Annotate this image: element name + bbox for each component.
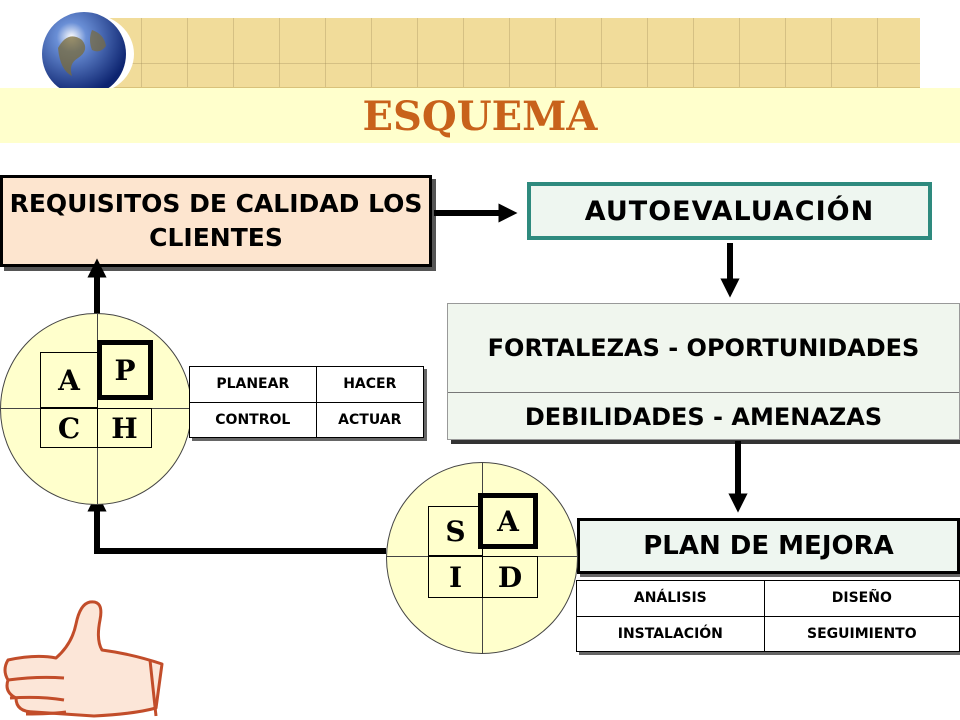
pdca-cell: HACER (315, 366, 425, 403)
siad-letter-s: S (428, 506, 483, 556)
fortalezas-text: FORTALEZAS - OPORTUNIDADES (448, 304, 959, 393)
autoevaluacion-box: AUTOEVALUACIÓN (527, 182, 932, 240)
siad-table: ANÁLISIS DISEÑO INSTALACIÓN SEGUIMIENTO (576, 580, 960, 652)
siad-letter-a: A (478, 493, 538, 549)
pdca-letter-c: C (40, 408, 98, 448)
table-row: CONTROL ACTUAR (189, 401, 425, 438)
debilidades-text: DEBILIDADES - AMENAZAS (524, 403, 883, 431)
fortalezas-box: FORTALEZAS - OPORTUNIDADES DEBILIDADES -… (447, 303, 960, 440)
pdca-cell: PLANEAR (189, 366, 317, 403)
pdca-cell: ACTUAR (315, 401, 425, 438)
thumbs-up-icon (3, 600, 164, 718)
siad-cell: INSTALACIÓN (576, 615, 765, 652)
pdca-cell: CONTROL (189, 401, 317, 438)
table-row: PLANEAR HACER (189, 366, 425, 403)
pdca-letter-a: A (40, 352, 98, 408)
pdca-circle (0, 313, 192, 505)
table-row: INSTALACIÓN SEGUIMIENTO (576, 615, 960, 652)
globe-icon (42, 12, 134, 96)
requisitos-box: REQUISITOS DE CALIDAD LOS CLIENTES (0, 175, 432, 267)
siad-cell: DISEÑO (763, 580, 960, 617)
world-map-banner (95, 18, 920, 88)
page-title: ESQUEMA (362, 93, 598, 140)
siad-cell: ANÁLISIS (576, 580, 765, 617)
title-band (0, 88, 960, 143)
pdca-table: PLANEAR HACER CONTROL ACTUAR (189, 366, 425, 438)
pdca-letter-h: H (97, 408, 152, 448)
siad-letter-d: D (482, 556, 538, 598)
table-row: ANÁLISIS DISEÑO (576, 580, 960, 617)
siad-cell: SEGUIMIENTO (763, 615, 960, 652)
arrow-siad-to-pdca (87, 492, 386, 554)
siad-letter-i: I (428, 556, 483, 598)
plan-de-mejora-box: PLAN DE MEJORA (577, 518, 960, 574)
pdca-letter-p: P (97, 340, 153, 400)
